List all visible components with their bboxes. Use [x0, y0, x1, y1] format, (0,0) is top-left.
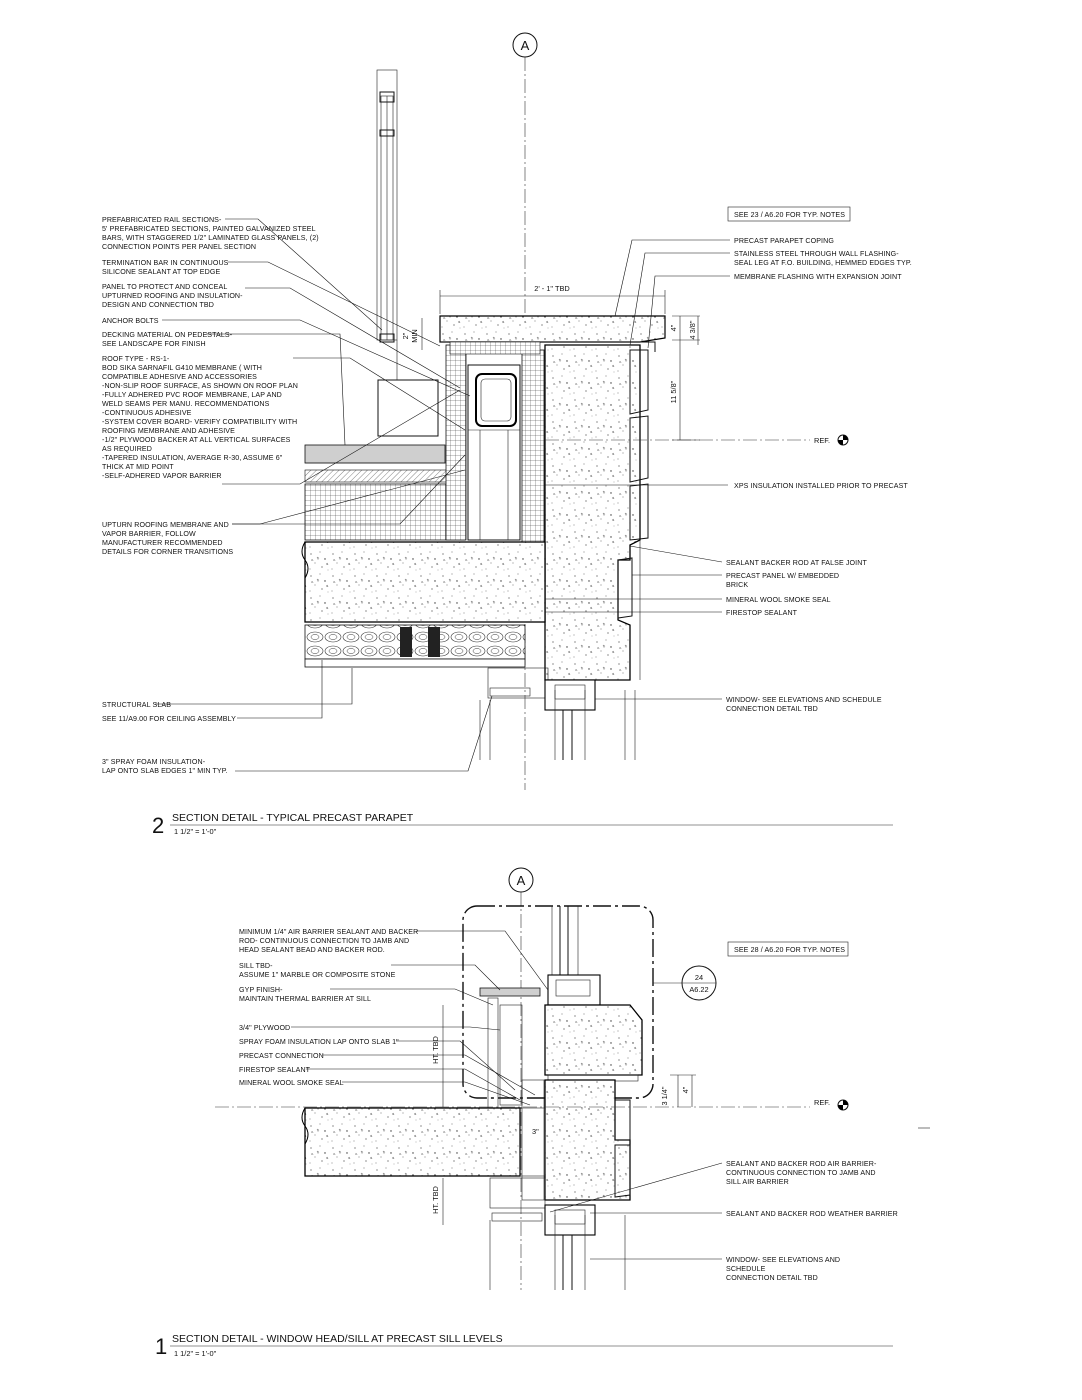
callout-sheet: A6.22: [689, 985, 708, 994]
dim-4-text-2: 4": [681, 1086, 690, 1093]
gyp-finish: [487, 997, 499, 1109]
note-decking: DECKING MATERIAL ON PEDESTALS- SEE LANDS…: [102, 331, 234, 348]
note-firestop-1: FIRESTOP SEALANT: [239, 1066, 311, 1074]
detail-2-scale: 1 1/2" = 1'-0": [174, 827, 217, 836]
detail-callout[interactable]: 24 A6.22: [653, 965, 717, 1001]
dim-min-text: 2": [401, 332, 410, 339]
detail-1-title: 1 SECTION DETAIL - WINDOW HEAD/SILL AT P…: [155, 1333, 893, 1359]
window-above: [547, 906, 601, 1006]
grid-bubble-a-top: A: [512, 32, 538, 790]
right-leaders-detail-1: [549, 1162, 723, 1260]
detail-2-number: 2: [152, 813, 164, 838]
dims-detail-1: HT. TBD HT. TBD 3 1/4" 4" 3": [431, 1005, 696, 1225]
note-firestop: FIRESTOP SEALANT: [726, 609, 798, 617]
see-note-box: [727, 206, 851, 222]
detail-1-title-text: SECTION DETAIL - WINDOW HEAD/SILL AT PRE…: [172, 1333, 503, 1345]
left-notes-detail-1: MINIMUM 1/4" AIR BARRIER SEALANT AND BAC…: [239, 928, 420, 1087]
left-notes-detail-2: PREFABRICATED RAIL SECTIONS- 5' PREFABRI…: [102, 216, 321, 775]
detail-2-title-text: SECTION DETAIL - TYPICAL PRECAST PARAPET: [172, 812, 414, 824]
deck-paver: [304, 444, 446, 464]
ref-label-2: REF.: [814, 1098, 830, 1107]
grid-tag-text: A: [521, 38, 530, 53]
note-precast-brick: PRECAST PANEL W/ EMBEDDED BRICK: [726, 572, 841, 589]
ceiling-insulation: [304, 624, 526, 660]
tapered-insulation: [304, 483, 466, 541]
note-sill: SILL TBD- ASSUME 1" MARBLE OR COMPOSITE …: [239, 962, 396, 979]
note-anchor-bolts: ANCHOR BOLTS: [102, 317, 159, 325]
callout-number: 24: [695, 973, 703, 982]
note-precast-connection: PRECAST CONNECTION: [239, 1052, 324, 1060]
dim-4-text: 4": [669, 324, 678, 331]
note-panel: PANEL TO PROTECT AND CONCEAL UPTURNED RO…: [102, 283, 245, 309]
right-notes-detail-1: SEALANT AND BACKER ROD AIR BARRIER- CONT…: [726, 1160, 898, 1282]
parapet-coping: [439, 315, 666, 343]
note-air-barrier-right: SEALANT AND BACKER ROD AIR BARRIER- CONT…: [726, 1160, 878, 1186]
dim-ht-text: HT. TBD: [431, 1036, 440, 1064]
note-xps: XPS INSULATION INSTALLED PRIOR TO PRECAS…: [734, 482, 908, 490]
dim-1158-text: 11 5/8": [669, 380, 678, 403]
note-air-barrier: MINIMUM 1/4" AIR BARRIER SEALANT AND BAC…: [239, 928, 420, 954]
note-window: WINDOW- SEE ELEVATIONS AND SCHEDULE CONN…: [726, 696, 884, 713]
note-plywood: 3/4" PLYWOOD: [239, 1024, 290, 1032]
note-window-1: WINDOW- SEE ELEVATIONS AND SCHEDULE CONN…: [726, 1256, 842, 1282]
detail-1-window-sill: A: [155, 867, 930, 1359]
note-termination-bar: TERMINATION BAR IN CONTINUOUS SILICONE S…: [102, 259, 231, 276]
right-leaders-detail-2: [545, 239, 730, 700]
wall-insulation: [499, 1004, 523, 1106]
dim-3-text: 3": [532, 1127, 539, 1136]
note-ceiling: SEE 11/A9.00 FOR CEILING ASSEMBLY: [102, 715, 236, 723]
detail-1-number: 1: [155, 1334, 167, 1359]
steel-tube: [475, 373, 517, 427]
note-structural-slab: STRUCTURAL SLAB: [102, 701, 171, 709]
floor-slab: [304, 1107, 521, 1177]
note-smoke-seal: MINERAL WOOL SMOKE SEAL: [726, 596, 831, 604]
note-coping: PRECAST PARAPET COPING: [734, 237, 834, 245]
dim-ht2-text: HT. TBD: [431, 1186, 440, 1214]
structural-slab: [304, 541, 546, 623]
note-backer-rod: SEALANT BACKER ROD AT FALSE JOINT: [726, 559, 867, 567]
note-gyp: GYP FINISH- MAINTAIN THERMAL BARRIER AT …: [239, 986, 371, 1003]
dimension-right-stack: 4" 4 3/8" 11 5/8": [669, 315, 700, 441]
note-rail: PREFABRICATED RAIL SECTIONS- 5' PREFABRI…: [102, 216, 321, 251]
dimension-min: 2" MIN: [401, 318, 423, 350]
note-flashing: STAINLESS STEEL THROUGH WALL FLASHING- S…: [734, 250, 912, 267]
note-upturn: UPTURN ROOFING MEMBRANE AND VAPOR BARRIE…: [102, 521, 233, 556]
ref-label: REF.: [814, 436, 830, 445]
right-notes-detail-2: PRECAST PARAPET COPING STAINLESS STEEL T…: [726, 237, 912, 713]
grid-bubble-a-bottom: A: [508, 867, 534, 1290]
window-head-frame: [544, 679, 596, 711]
see-note-box-2: [727, 941, 849, 957]
note-spray-foam-1: SPRAY FOAM INSULATION LAP ONTO SLAB 1": [239, 1038, 399, 1046]
window-head-frame-lower: [544, 1204, 596, 1236]
see-note-text-2: SEE 28 / A6.20 FOR TYP. NOTES: [734, 946, 845, 954]
datum-symbol-2: [837, 1099, 849, 1111]
detail-2-parapet: A: [102, 32, 912, 838]
note-roof-type: ROOF TYPE - RS-1- BOD SIKA SARNAFIL G410…: [102, 355, 300, 480]
note-weather-barrier: SEALANT AND BACKER ROD WEATHER BARRIER: [726, 1210, 898, 1218]
sill-stone: [479, 987, 541, 997]
datum-symbol: [837, 434, 849, 446]
parapet-upturn-insulation: [445, 344, 467, 541]
dim-314-text: 3 1/4": [660, 1086, 669, 1105]
note-spray-foam: 3" SPRAY FOAM INSULATION- LAP ONTO SLAB …: [102, 758, 228, 775]
embedded-brick: [617, 349, 649, 619]
dim-438-text: 4 3/8": [688, 320, 697, 339]
see-note-text: SEE 23 / A6.20 FOR TYP. NOTES: [734, 211, 845, 219]
dim-width-text: 2' - 1" TBD: [534, 284, 570, 293]
note-smoke-seal-1: MINERAL WOOL SMOKE SEAL: [239, 1079, 344, 1087]
dimension-width: 2' - 1" TBD: [439, 284, 666, 314]
left-leaders-detail-1: [291, 930, 549, 1106]
left-leaders-detail-2: [155, 218, 493, 772]
precast-panel: [544, 344, 641, 681]
glass-railing: [376, 69, 439, 437]
detail-1-scale: 1 1/2" = 1'-0": [174, 1349, 217, 1358]
detail-2-title: 2 SECTION DETAIL - TYPICAL PRECAST PARAP…: [152, 812, 893, 838]
note-membrane-flashing: MEMBRANE FLASHING WITH EXPANSION JOINT: [734, 273, 902, 281]
grid-tag-text-2: A: [517, 873, 526, 888]
dim-min-sub-text: MIN: [410, 329, 419, 343]
precast-sill: [544, 1004, 643, 1076]
